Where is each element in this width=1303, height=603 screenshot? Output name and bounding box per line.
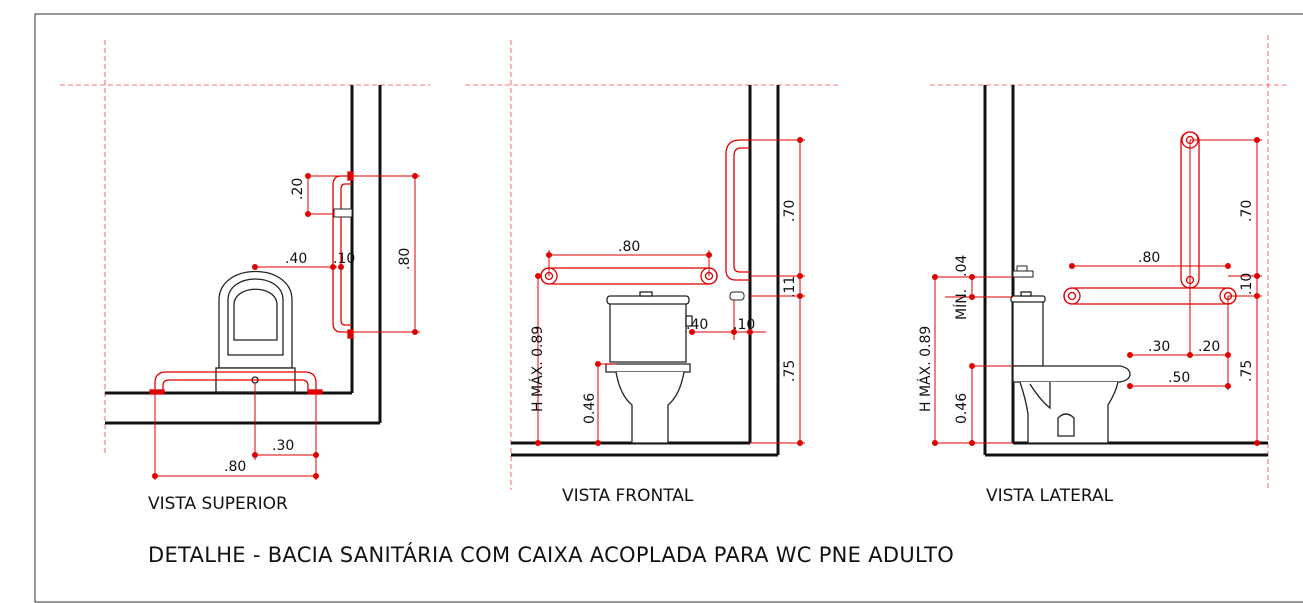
top-guides bbox=[60, 40, 430, 455]
side-grab-bar-horizontal bbox=[1063, 287, 1237, 305]
front-dim-hmax: H MÁX. 0.89 bbox=[529, 326, 546, 412]
front-dim-75: .75 bbox=[782, 360, 798, 382]
side-dim-046: 0.46 bbox=[954, 393, 970, 424]
front-walls bbox=[511, 85, 780, 457]
side-dim-30: .30 bbox=[1148, 339, 1170, 355]
top-view: .20 .80 .40 .10 .30 .80 bbox=[60, 40, 430, 480]
front-view: .80 .70 .11 .75 .40 .10 H MÁX. 0.89 0.46 bbox=[465, 40, 840, 490]
front-dim-10: .10 bbox=[733, 317, 755, 333]
top-dim-10: .10 bbox=[333, 251, 355, 267]
top-toilet bbox=[215, 271, 296, 393]
side-dim-min: MÍN. bbox=[953, 289, 970, 320]
front-grab-bar-vertical bbox=[725, 139, 750, 281]
side-dim-75: .75 bbox=[1239, 360, 1255, 382]
side-walls bbox=[983, 85, 1268, 457]
side-dim-70: .70 bbox=[1239, 200, 1255, 222]
top-grab-bar-back bbox=[149, 371, 323, 395]
front-dim-70: .70 bbox=[782, 200, 798, 222]
side-guides bbox=[930, 35, 1290, 490]
side-flush-valve bbox=[1012, 265, 1034, 278]
side-view-label: VISTA LATERAL bbox=[986, 486, 1114, 506]
top-dim-20: .20 bbox=[290, 178, 306, 200]
front-grab-bar-horizontal bbox=[540, 267, 718, 285]
side-dim-80: .80 bbox=[1138, 250, 1160, 266]
side-dimensions bbox=[932, 137, 1262, 446]
top-dim-30: .30 bbox=[272, 438, 294, 454]
front-dimensions bbox=[535, 137, 805, 446]
top-view-label: VISTA SUPERIOR bbox=[148, 494, 288, 514]
front-dim-046: 0.46 bbox=[582, 393, 598, 424]
front-toilet bbox=[605, 291, 693, 444]
side-dim-04: .04 bbox=[954, 255, 970, 277]
top-flush-valve bbox=[333, 208, 353, 218]
front-dim-80: .80 bbox=[618, 239, 640, 255]
side-toilet bbox=[1010, 291, 1131, 444]
front-dim-40: .40 bbox=[686, 317, 708, 333]
side-dim-10: .10 bbox=[1239, 273, 1255, 295]
drawing-frame bbox=[34, 13, 1303, 603]
side-dim-hmax: H MÁX. 0.89 bbox=[917, 326, 934, 412]
top-dim-40: .40 bbox=[285, 251, 307, 267]
front-view-label: VISTA FRONTAL bbox=[562, 486, 694, 506]
drawing-title: DETALHE - BACIA SANITÁRIA COM CAIXA ACOP… bbox=[148, 543, 955, 567]
side-dim-50: .50 bbox=[1168, 370, 1190, 386]
top-dim-80-vertical: .80 bbox=[397, 248, 413, 270]
top-dimensions bbox=[152, 173, 420, 480]
top-dim-80-horizontal: .80 bbox=[224, 459, 246, 475]
front-dim-11: .11 bbox=[782, 276, 798, 298]
top-walls bbox=[105, 85, 382, 425]
front-flush-valve bbox=[729, 291, 745, 301]
side-view: .80 .70 .10 .75 .30 .20 .50 .04 MÍN. H M… bbox=[917, 35, 1290, 490]
side-dim-20: .20 bbox=[1198, 339, 1220, 355]
